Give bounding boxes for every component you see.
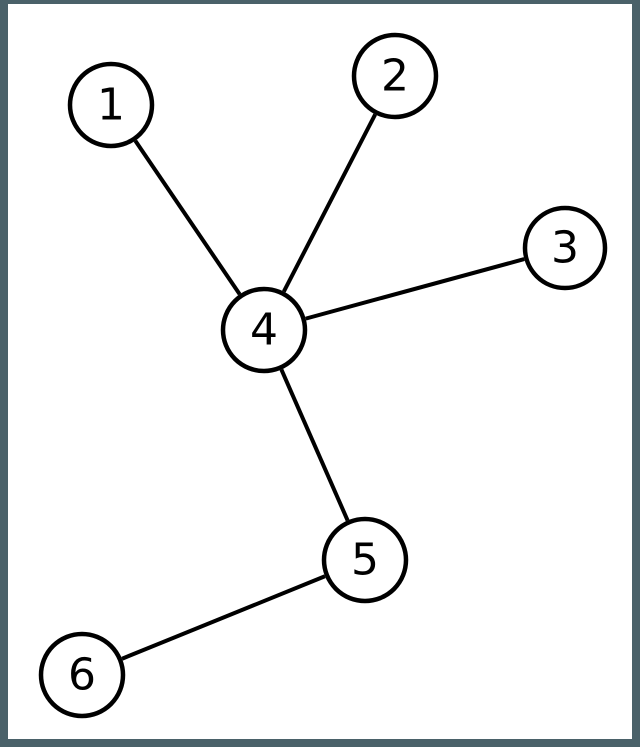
graph-node-label-6: 6 <box>68 650 96 701</box>
graph-edges <box>121 113 525 661</box>
graph-node-circle-4[interactable] <box>220 286 308 374</box>
graph-edge-5-6 <box>121 574 326 661</box>
graph-edge-1-4 <box>133 139 242 296</box>
graph-node-label-3: 3 <box>551 223 579 274</box>
graph-node-2[interactable]: 2 <box>351 32 439 120</box>
graph-node-circle-5[interactable] <box>321 516 409 604</box>
graph-edge-3-4 <box>305 257 525 321</box>
graph-nodes: 1 2 3 4 5 6 <box>38 32 608 719</box>
graph-node-label-1: 1 <box>97 80 125 131</box>
graph-node-label-2: 2 <box>381 51 409 102</box>
frame-border-right <box>632 0 640 747</box>
graph-node-circle-3[interactable] <box>522 205 608 291</box>
graph-node-circle-1[interactable] <box>67 61 155 149</box>
graph-node-4[interactable]: 4 <box>220 286 308 374</box>
graph-node-circle-6[interactable] <box>38 631 126 719</box>
frame-border-top <box>0 0 640 4</box>
graph-node-label-4: 4 <box>250 305 278 356</box>
graph-edge-4-5 <box>279 368 350 522</box>
graph-node-3[interactable]: 3 <box>522 205 608 291</box>
graph-node-5[interactable]: 5 <box>321 516 409 604</box>
graph-node-1[interactable]: 1 <box>67 61 155 149</box>
graph-node-6[interactable]: 6 <box>38 631 126 719</box>
graph-node-circle-2[interactable] <box>351 32 439 120</box>
graph-edge-2-4 <box>282 113 377 293</box>
frame-border-left <box>0 0 8 747</box>
graph-node-label-5: 5 <box>351 535 379 586</box>
frame-border-bottom <box>0 739 640 747</box>
